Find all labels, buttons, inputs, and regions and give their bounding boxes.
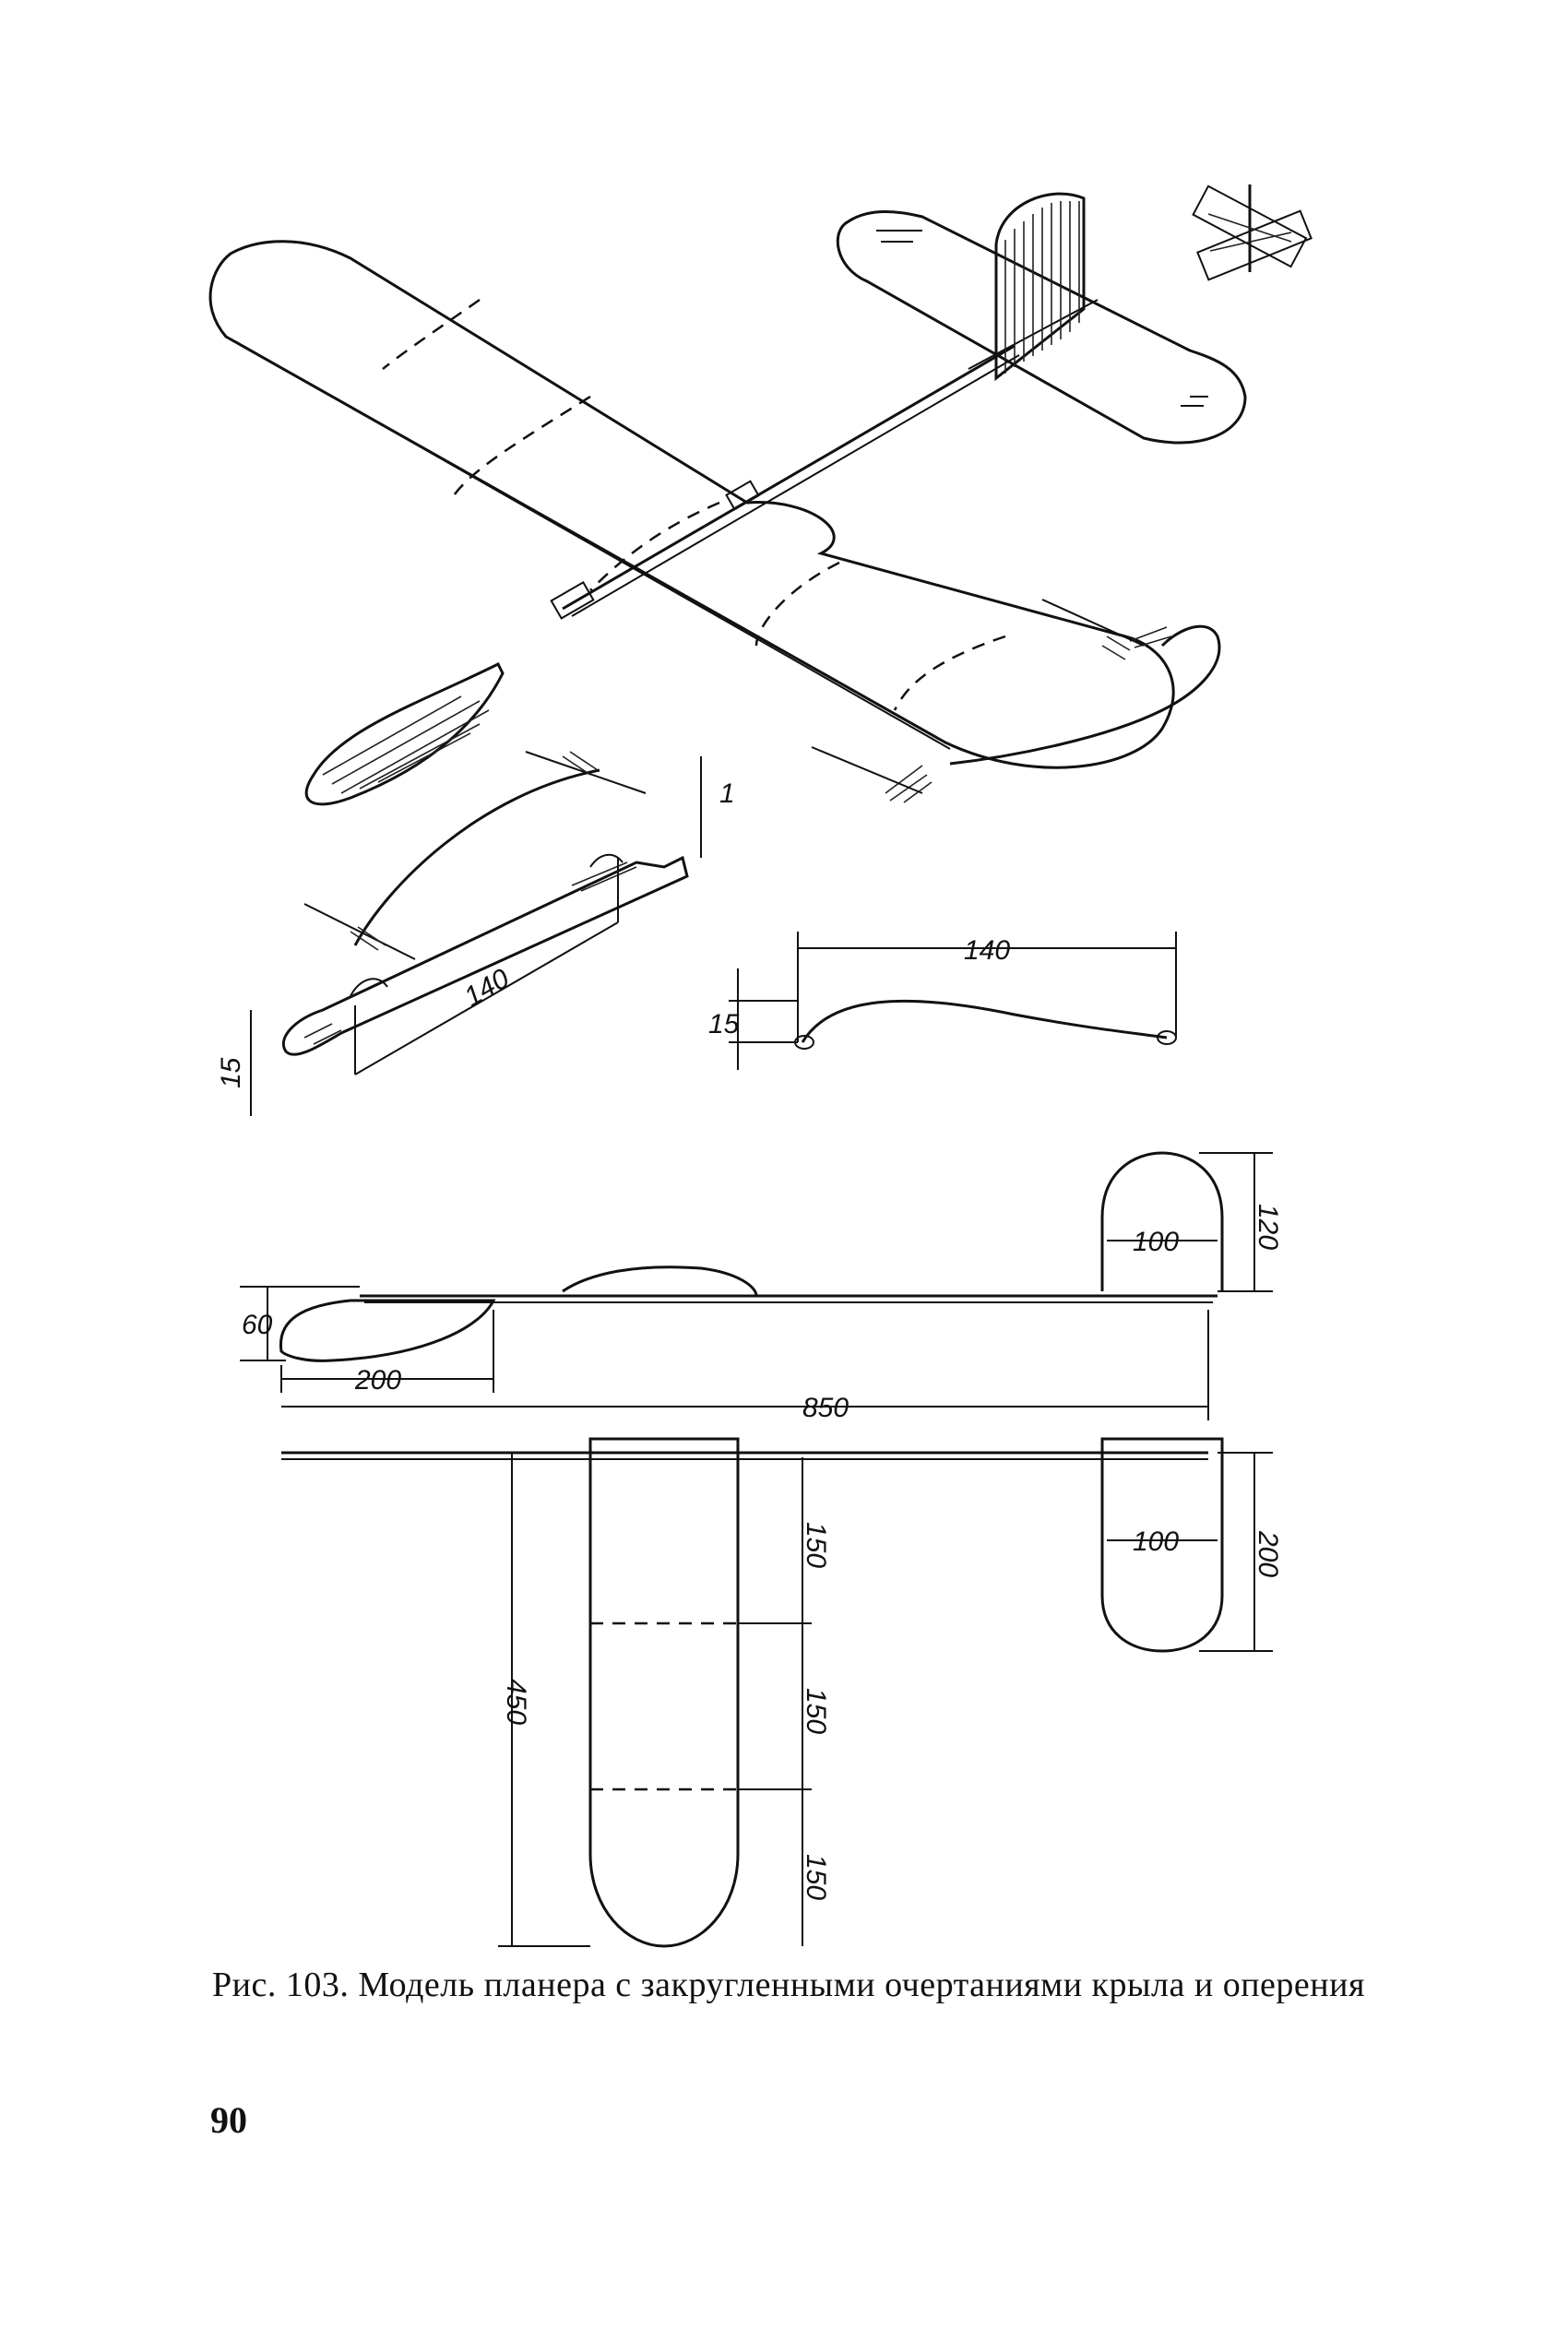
skid-wire-curve xyxy=(801,999,1168,1043)
detail-length-dim-line xyxy=(354,921,619,1075)
wing-panel-line-4 xyxy=(754,561,840,647)
top-wing-span-label: 450 xyxy=(501,1679,531,1725)
side-fin-height-label: 120 xyxy=(1253,1204,1283,1250)
top-wing-sections-dim xyxy=(738,1457,812,1946)
top-stab-span-dim xyxy=(1199,1452,1273,1652)
fuselage-boom-lower xyxy=(571,354,1020,617)
side-nose-height-label: 60 xyxy=(242,1310,273,1340)
side-overall-length-dim xyxy=(281,1310,1209,1420)
side-fin-height-dim xyxy=(1199,1152,1273,1292)
detail-length-label: 140 xyxy=(459,963,515,1013)
side-nose-length-dim xyxy=(280,1310,494,1393)
side-fin-chord-label: 100 xyxy=(1133,1227,1179,1257)
wing-mount-clip xyxy=(725,480,760,511)
side-overall-length-label: 850 xyxy=(802,1393,849,1423)
fuselage-detail-notch xyxy=(350,853,624,997)
side-nose-height-dim xyxy=(240,1286,360,1361)
detail-wire-wrap-bottom xyxy=(350,926,386,951)
nose-clip xyxy=(550,580,595,620)
top-view: 150 150 150 450 100 200 xyxy=(281,1437,1283,1948)
fuselage-detail: 140 15 1 xyxy=(216,751,735,1116)
fuselage-detail-hatching xyxy=(303,861,637,1045)
skid-height-dim xyxy=(729,968,798,1070)
top-wing-outline xyxy=(588,1437,740,1948)
wing-panel-line-2 xyxy=(450,395,591,499)
side-fin xyxy=(1100,1151,1224,1291)
vertical-fin xyxy=(994,192,1086,382)
wire-skid-isometric xyxy=(811,599,1221,803)
figure-caption: Рис. 103. Модель планера с закругленными… xyxy=(212,1966,1365,2004)
top-stab-chord-label: 100 xyxy=(1133,1526,1179,1557)
top-wing-section-3-label: 150 xyxy=(801,1854,831,1900)
side-view: 100 120 60 200 850 xyxy=(240,1151,1283,1423)
wing-panel-line-5 xyxy=(893,635,1006,711)
side-wing-profile xyxy=(562,1265,758,1297)
skid-length-dim xyxy=(797,932,1177,1042)
wing-panel-line-1 xyxy=(382,298,481,370)
detail-wire-wrap-top xyxy=(562,751,599,776)
wing-panel-line-3 xyxy=(589,501,720,591)
main-wing-outline xyxy=(208,240,1175,769)
top-wing-span-dim xyxy=(498,1453,590,1947)
top-stab-span-label: 200 xyxy=(1253,1530,1283,1577)
stabilizer-marks xyxy=(876,230,1208,407)
detail-wire xyxy=(353,768,600,946)
page-number: 90 xyxy=(210,2099,247,2141)
side-nose-length-label: 200 xyxy=(354,1365,401,1396)
detail-height-label: 1 xyxy=(719,778,735,809)
top-wing-section-2-label: 150 xyxy=(801,1688,831,1734)
detail-nose-height-label: 15 xyxy=(216,1057,246,1088)
top-wing-section-1-label: 150 xyxy=(801,1522,831,1568)
isometric-glider-view xyxy=(208,184,1313,806)
detail-wire-stub-bottom xyxy=(303,903,416,960)
stabilizer-outline xyxy=(836,210,1247,445)
skid-height-label: 15 xyxy=(708,1009,740,1039)
wire-skid-detail: 140 15 xyxy=(708,932,1177,1070)
fuselage-boom xyxy=(562,344,1016,611)
side-nose-profile xyxy=(279,1299,496,1362)
fuselage-detail-body xyxy=(282,855,689,1056)
nose-weight xyxy=(304,661,505,806)
cross-joint-detail xyxy=(1192,184,1313,281)
main-wing-leading-edge xyxy=(234,340,951,750)
top-stabilizer-outline xyxy=(1100,1437,1224,1653)
skid-length-label: 140 xyxy=(964,935,1010,966)
